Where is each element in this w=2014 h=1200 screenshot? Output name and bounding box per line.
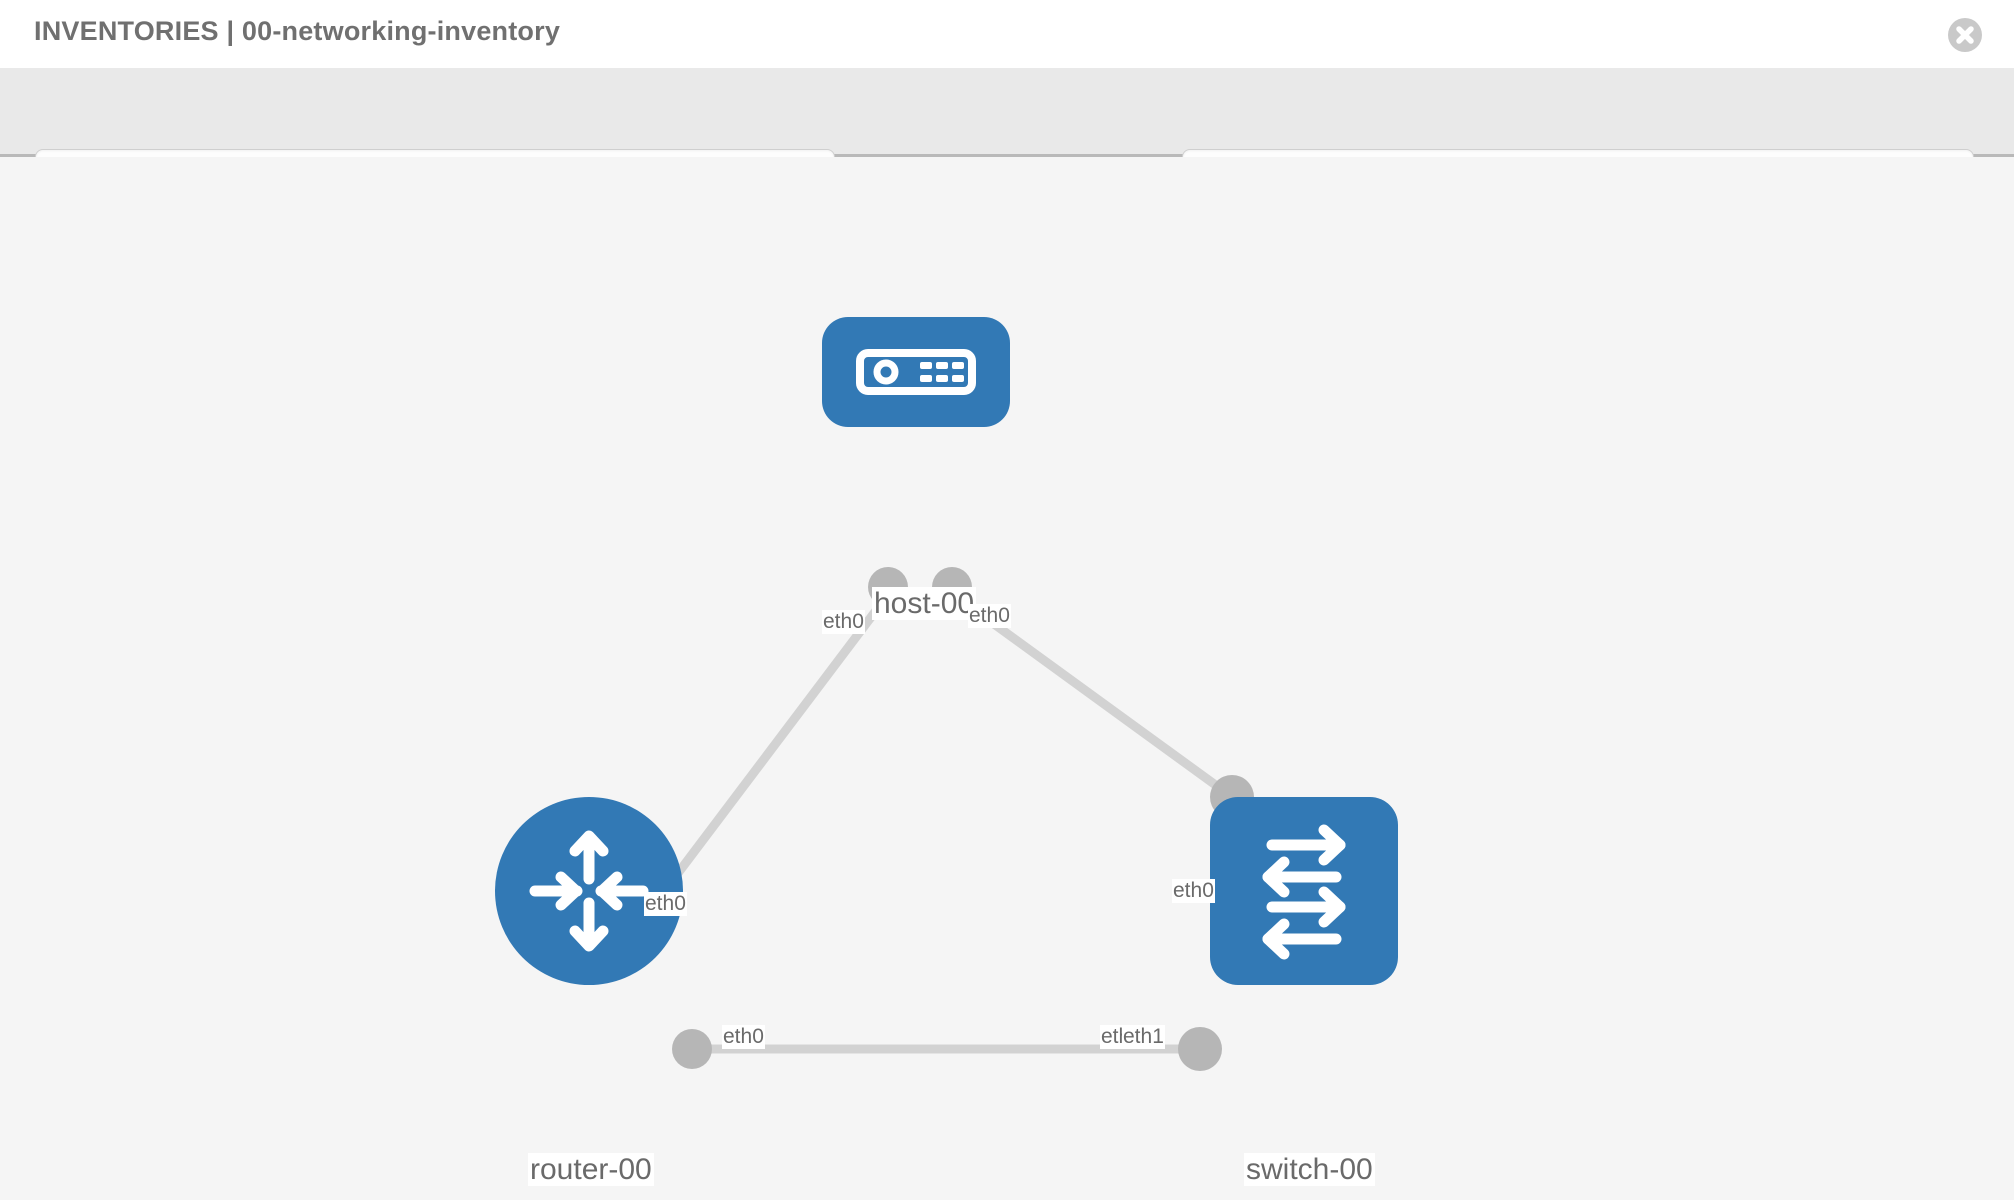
node-label-host-00: host-00 (872, 587, 977, 620)
switch-arrows-icon (1262, 824, 1346, 960)
node-label-router-00: router-00 (528, 1153, 654, 1186)
port-label-host-right: eth0 (968, 604, 1011, 629)
node-router-00[interactable] (495, 797, 683, 985)
host-node-shape (822, 317, 1010, 427)
port-switch-left (1178, 1027, 1222, 1071)
switch-node-shape (1210, 797, 1398, 985)
node-switch-00[interactable] (1210, 797, 1398, 985)
port-router-right (672, 1029, 712, 1069)
toolbar: ACTIONS SEARCH (0, 68, 2014, 201)
router-node-shape (495, 797, 683, 985)
topology-graph (656, 567, 1254, 1071)
link-router-host (656, 589, 894, 900)
port-label-router-right: eth0 (722, 1025, 765, 1050)
node-label-switch-00: switch-00 (1244, 1153, 1375, 1186)
node-host-00[interactable] (822, 317, 1010, 427)
page-header: INVENTORIES | 00-networking-inventory (0, 0, 2014, 68)
port-label-host-left: eth0 (822, 610, 865, 635)
topology-canvas[interactable]: host-00 eth0 eth0 router-00 eth0 eth0 (0, 157, 2014, 1200)
close-icon[interactable] (1948, 18, 1982, 52)
server-appliance-icon (856, 349, 976, 395)
router-four-arrows-icon (529, 830, 649, 952)
port-label-router-up: eth0 (644, 892, 687, 917)
port-label-switch-up: eth0 (1172, 879, 1215, 904)
port-label-switch-left: eth1 (1122, 1025, 1165, 1050)
page-title: INVENTORIES | 00-networking-inventory (34, 16, 561, 46)
